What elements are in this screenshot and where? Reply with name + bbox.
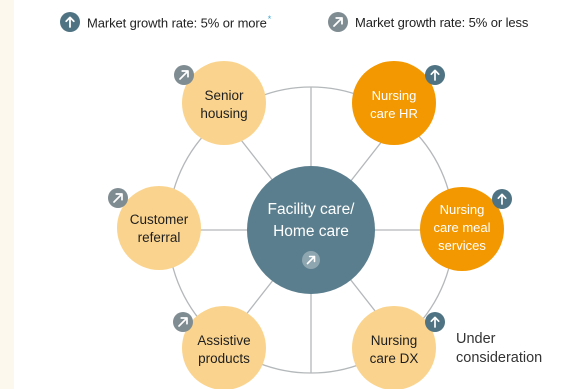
node-senior-housing: Senior housing	[174, 61, 266, 145]
center-label-line1: Facility care/	[268, 201, 356, 218]
arrow-up-icon	[60, 12, 80, 32]
arrow-up-right-icon	[173, 312, 193, 332]
meal-services-label-line3: services	[438, 238, 486, 253]
center-node: Facility care/ Home care	[247, 166, 375, 294]
senior-housing-label-line2: housing	[200, 106, 247, 121]
meal-services-label-line2: care meal	[433, 220, 490, 235]
node-customer-referral: Customer referral	[108, 186, 201, 270]
node-assistive-products: Assistive products	[173, 306, 266, 389]
legend-high-growth: Market growth rate: 5% or more*	[60, 10, 271, 34]
arrow-up-right-icon	[328, 12, 348, 32]
node-nursing-care-dx: Nursing care DX	[352, 306, 445, 389]
legend-low-growth-label: Market growth rate: 5% or less	[355, 14, 529, 30]
nursing-care-hr-label-line2: care HR	[370, 106, 418, 121]
center-label-line2: Home care	[273, 223, 349, 240]
arrow-up-icon	[425, 65, 445, 85]
arrow-up-right-icon	[174, 65, 194, 85]
legend-low-growth: Market growth rate: 5% or less	[328, 10, 528, 34]
legend-asterisk: *	[267, 13, 272, 24]
node-nursing-care-hr: Nursing care HR	[352, 61, 445, 145]
nursing-care-hr-label-line1: Nursing	[372, 88, 417, 103]
under-consideration-line2: consideration	[456, 350, 542, 366]
legend-high-growth-label: Market growth rate: 5% or more*	[87, 13, 272, 31]
assistive-products-label-line2: products	[198, 351, 250, 366]
under-consideration-line1: Under	[456, 331, 496, 347]
left-decorative-band	[0, 0, 14, 389]
arrow-up-icon	[492, 189, 512, 209]
senior-housing-label-line1: Senior	[204, 88, 244, 103]
assistive-products-label-line1: Assistive	[197, 333, 250, 348]
node-nursing-care-meal-services: Nursing care meal services	[420, 187, 512, 271]
nursing-care-dx-label-line2: care DX	[370, 351, 419, 366]
customer-referral-label-line2: referral	[138, 230, 181, 245]
under-consideration-note: Under consideration	[456, 331, 542, 366]
customer-referral-label-line1: Customer	[130, 212, 189, 227]
arrow-up-icon	[425, 312, 445, 332]
arrow-up-right-icon	[302, 251, 320, 269]
meal-services-label-line1: Nursing	[440, 202, 485, 217]
legend: Market growth rate: 5% or more* Market g…	[60, 10, 563, 34]
arrow-up-right-icon	[108, 188, 128, 208]
nursing-care-dx-label-line1: Nursing	[371, 333, 418, 348]
